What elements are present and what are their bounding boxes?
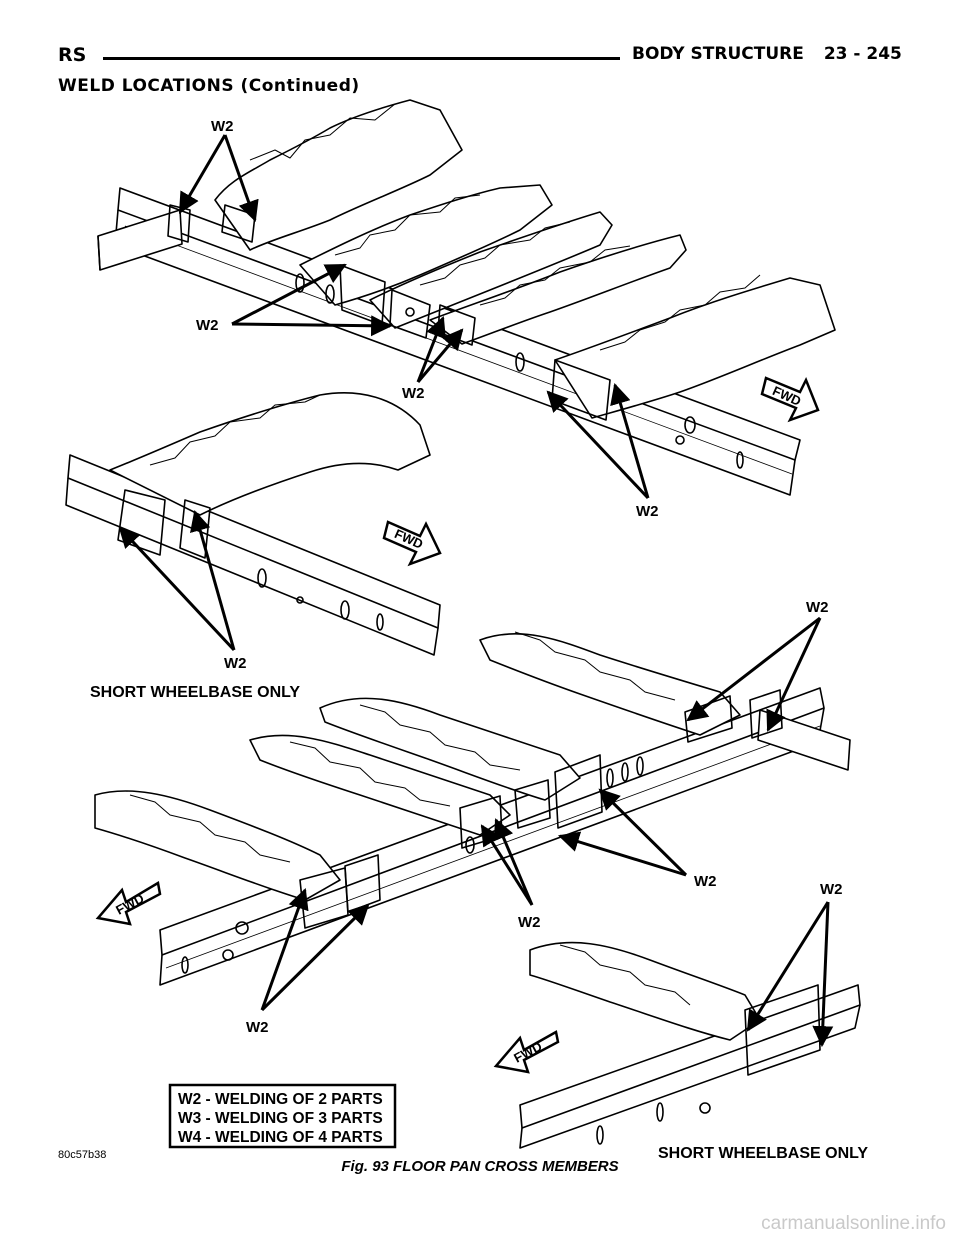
page-number: 23 - 245 (823, 44, 902, 64)
weld-callout: W2 (636, 503, 659, 520)
fwd-arrow-top: FWD (760, 376, 820, 423)
figure-id: 80c57b38 (58, 1149, 106, 1161)
header-right: BODY STRUCTURE 23 - 245 (632, 44, 902, 64)
fwd-arrow-mid: FWD (382, 520, 442, 567)
legend-item-w4: W4 - WELDING OF 4 PARTS (178, 1129, 383, 1146)
weld-callout: W2 (694, 873, 717, 890)
weld-callout: W2 (211, 118, 234, 135)
short-wheelbase-label: SHORT WHEELBASE ONLY (90, 684, 300, 701)
short-wheelbase-label: SHORT WHEELBASE ONLY (658, 1145, 868, 1162)
watermark: carmanualsonline.info (761, 1213, 946, 1234)
section-code: RS (58, 44, 87, 66)
weld-callout: W2 (518, 914, 541, 931)
leader-arrows (118, 134, 834, 1048)
fwd-arrow-bottom-right: FWD (493, 1030, 560, 1074)
weld-callout: W2 (224, 655, 247, 672)
weld-callout: W2 (246, 1019, 269, 1036)
fwd-arrow-bottom-left: FWD (95, 881, 162, 926)
legend-item-w2: W2 - WELDING OF 2 PARTS (178, 1091, 383, 1108)
chapter-title: BODY STRUCTURE (632, 44, 804, 64)
legend-item-w3: W3 - WELDING OF 3 PARTS (178, 1110, 383, 1127)
bottom-right-assembly (519, 941, 861, 1149)
weld-callout: W2 (820, 881, 843, 898)
weld-legend: W2 - WELDING OF 2 PARTS W3 - WELDING OF … (168, 1083, 397, 1149)
weld-callout: W2 (806, 599, 829, 616)
weld-callout: W2 (402, 385, 425, 402)
figure-caption: Fig. 93 FLOOR PAN CROSS MEMBERS (341, 1158, 619, 1175)
weld-callout: W2 (196, 317, 219, 334)
weld-callouts: W2 W2 W2 W2 W2 W2 W2 W2 W2 W2 (196, 118, 843, 1036)
header-rule (103, 57, 620, 60)
bottom-assembly (94, 631, 851, 986)
mid-left-assembly (65, 392, 441, 656)
section-title: WELD LOCATIONS (Continued) (58, 76, 360, 96)
